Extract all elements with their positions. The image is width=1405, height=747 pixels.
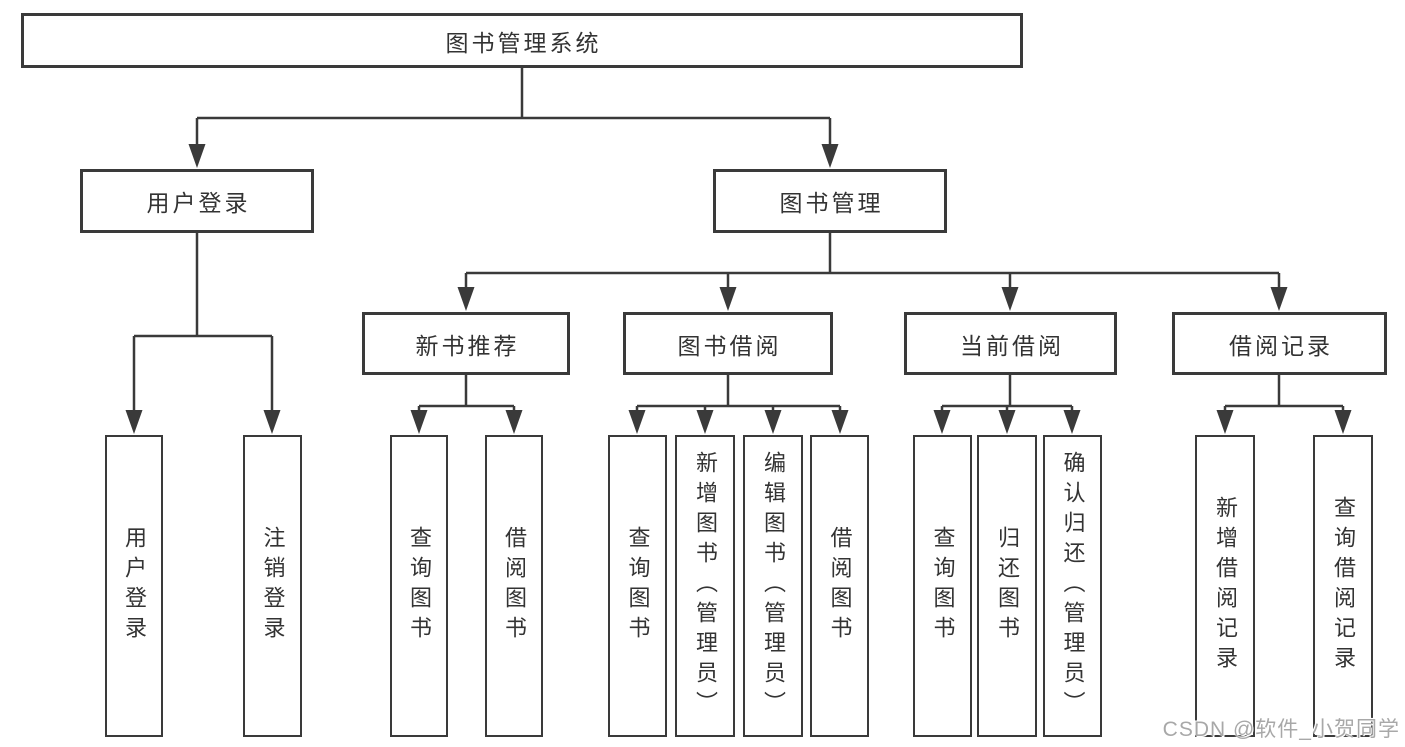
connector-root-to-level2	[188, 68, 839, 168]
node-book-borrowing: 图书借阅	[623, 312, 833, 375]
connector-current-borrow-to-leaves	[933, 375, 1081, 434]
leaf-user-login: 用户登录	[105, 435, 163, 737]
leaf-add-books-admin: 新增图书（管理员）	[675, 435, 735, 737]
leaf-edit-books-admin: 编辑图书（管理员）	[743, 435, 803, 737]
leaf-query-books-borrow: 查询图书	[608, 435, 667, 737]
leaf-confirm-return-admin: 确认归还（管理员）	[1043, 435, 1102, 737]
node-label: 当前借阅	[960, 332, 1064, 359]
node-label: 图书管理	[779, 190, 884, 216]
node-label: 图书借阅	[677, 332, 782, 359]
node-label: 图书管理系统	[445, 29, 602, 56]
csdn-watermark: CSDN @软件_小贺同学	[1162, 718, 1400, 741]
node-book-management: 图书管理	[713, 169, 947, 233]
leaf-logout: 注销登录	[243, 435, 302, 737]
node-current-borrowing: 当前借阅	[904, 312, 1117, 375]
leaf-borrow-books: 借阅图书	[810, 435, 869, 737]
node-new-book-recommendation: 新书推荐	[362, 312, 570, 375]
node-label: 确认归还（管理员）	[1060, 451, 1086, 721]
node-user-login: 用户登录	[80, 169, 314, 233]
node-label: 新书推荐	[415, 332, 520, 359]
node-label: 借阅记录	[1229, 332, 1333, 359]
connector-book-borrow-to-leaves	[628, 375, 849, 434]
leaf-query-borrow-record: 查询借阅记录	[1313, 435, 1373, 737]
node-label: 借阅图书	[502, 526, 527, 646]
node-label: 用户登录	[146, 190, 251, 216]
node-label: 编辑图书（管理员）	[761, 451, 786, 721]
node-label: 查询图书	[625, 526, 651, 646]
connector-book-management-to-level3	[457, 233, 1288, 311]
node-label: 注销登录	[260, 526, 286, 646]
connector-user-login-to-leaves	[125, 233, 281, 434]
leaf-query-books-current: 查询图书	[913, 435, 972, 737]
node-label: 新增图书（管理员）	[693, 451, 718, 721]
node-label: 查询借阅记录	[1331, 496, 1356, 676]
node-label: 归还图书	[995, 526, 1020, 646]
leaf-borrow-books-new: 借阅图书	[485, 435, 543, 737]
node-label: 借阅图书	[827, 526, 853, 646]
node-label: 查询图书	[407, 526, 432, 646]
node-book-management-system: 图书管理系统	[21, 13, 1023, 68]
node-label: 查询图书	[930, 526, 956, 646]
node-label: 用户登录	[122, 526, 147, 646]
leaf-add-borrow-record: 新增借阅记录	[1195, 435, 1255, 737]
leaf-query-books-new: 查询图书	[390, 435, 448, 737]
leaf-return-books: 归还图书	[977, 435, 1037, 737]
connector-new-book-to-leaves	[410, 375, 523, 434]
connector-borrow-records-to-leaves	[1216, 375, 1352, 434]
node-label: 新增借阅记录	[1213, 496, 1238, 676]
node-borrowing-records: 借阅记录	[1172, 312, 1387, 375]
